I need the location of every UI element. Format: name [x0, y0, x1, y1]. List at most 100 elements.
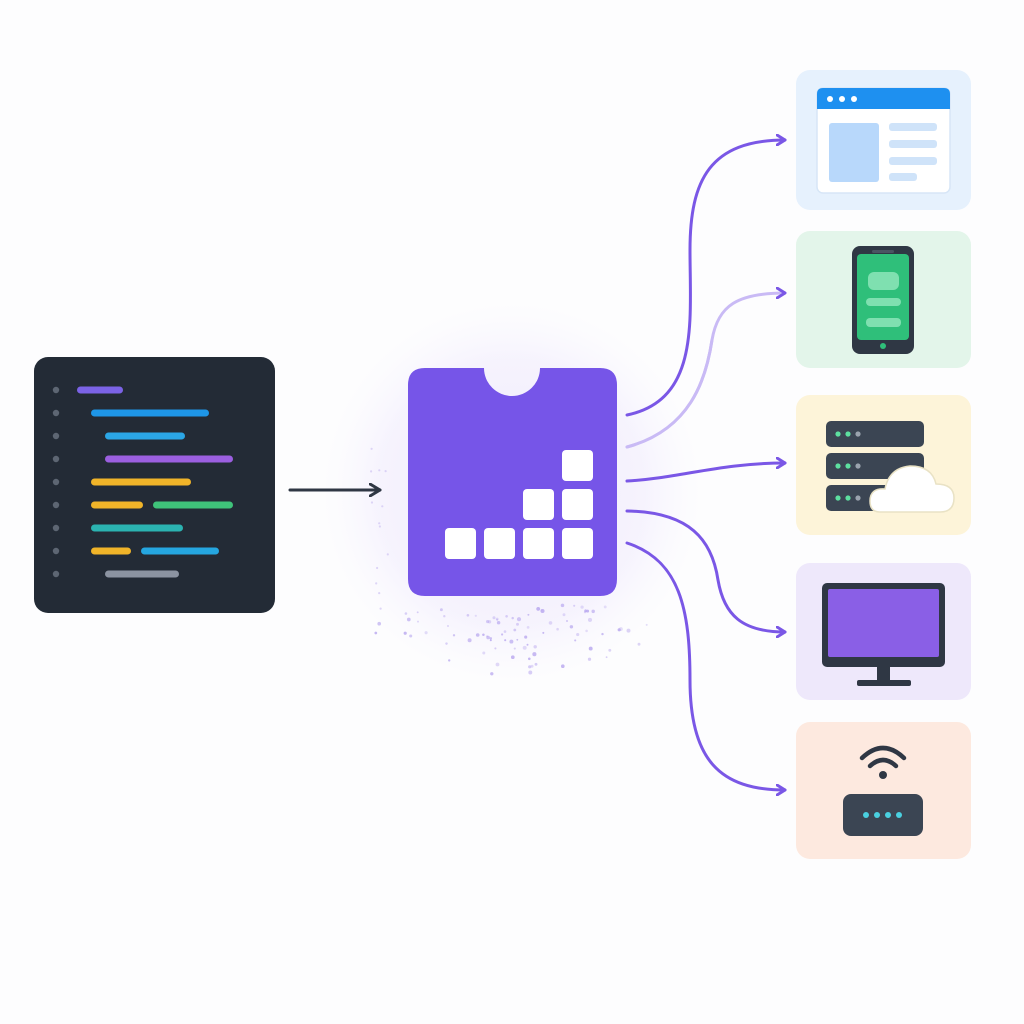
halo-dot: [601, 632, 604, 636]
wifi-router-icon: [843, 745, 923, 836]
container-block: [445, 528, 476, 559]
halo-dot: [574, 639, 577, 642]
halo-dot: [495, 662, 500, 667]
halo-dot: [475, 633, 480, 637]
code-token: [105, 570, 179, 578]
halo-dot: [378, 525, 381, 528]
halo-dot: [561, 664, 565, 668]
web-browser-icon: [816, 87, 951, 194]
halo-dot: [527, 657, 531, 661]
halo-dot: [645, 623, 648, 626]
halo-dot: [526, 643, 529, 646]
editor-code-lines: [77, 386, 233, 578]
halo-dot: [447, 625, 449, 627]
code-token: [91, 524, 183, 532]
container-block: [562, 450, 593, 481]
halo-dot: [486, 635, 490, 640]
halo-dot: [378, 469, 381, 472]
halo-dot: [452, 634, 456, 637]
halo-dot: [603, 605, 607, 609]
line-number-dot: [52, 547, 60, 555]
code-token: [105, 455, 233, 463]
halo-dot: [510, 655, 515, 660]
container-block: [562, 528, 593, 559]
halo-dot: [560, 603, 565, 608]
connector-router: [625, 541, 787, 790]
halo-dot: [371, 484, 374, 487]
connector-browser: [625, 140, 787, 417]
target-card-router: [796, 722, 971, 859]
container-block: [523, 528, 554, 559]
halo-dot: [417, 620, 419, 623]
halo-dot: [403, 631, 407, 635]
line-number-dot: [52, 524, 60, 532]
halo-dot: [540, 608, 545, 614]
halo-dot: [522, 645, 527, 650]
halo-dot: [513, 647, 516, 650]
container-block: [562, 489, 593, 520]
halo-dot: [513, 628, 517, 632]
halo-dot: [443, 615, 446, 618]
halo-dot: [374, 631, 378, 635]
line-number-dot: [52, 570, 60, 578]
halo-dot: [384, 470, 387, 473]
halo-dot: [490, 672, 494, 676]
halo-dot: [516, 617, 522, 622]
halo-dot: [448, 659, 451, 662]
code-token: [141, 547, 219, 555]
halo-dot: [492, 616, 496, 620]
target-card-server: [796, 395, 971, 535]
halo-dot: [536, 606, 541, 611]
stacked-blocks: [445, 450, 593, 559]
halo-dot: [467, 638, 472, 643]
halo-dot: [466, 613, 470, 617]
halo-dots: [370, 447, 648, 676]
halo-dot: [487, 620, 492, 624]
line-number-dot: [52, 478, 60, 486]
halo-dot: [482, 651, 486, 655]
halo-dot: [424, 631, 428, 635]
code-token: [77, 386, 123, 394]
halo-dot: [503, 630, 507, 633]
halo-dot: [569, 625, 574, 629]
line-number-dot: [52, 432, 60, 440]
halo-dot: [524, 635, 528, 639]
halo-dot: [576, 633, 580, 637]
cloud-icon: [869, 465, 955, 513]
halo-dot: [617, 628, 621, 632]
connector-server: [625, 463, 787, 483]
halo-dot: [540, 609, 543, 612]
halo-dot: [637, 642, 641, 646]
halo-dot: [556, 627, 559, 631]
halo-dot: [406, 617, 411, 622]
halo-dot: [511, 616, 514, 620]
halo-dot: [501, 633, 504, 636]
halo-dot: [378, 592, 381, 595]
halo-dot: [377, 621, 382, 626]
halo-dot: [527, 613, 530, 616]
halo-dot: [489, 639, 492, 642]
desktop-monitor-icon: [822, 583, 945, 686]
halo-dot: [409, 634, 413, 638]
code-editor-icon: [34, 357, 275, 613]
halo-dot: [587, 617, 593, 622]
halo-dot: [376, 566, 379, 570]
halo-dot: [587, 657, 592, 661]
halo-dot: [386, 553, 389, 556]
line-number-dot: [52, 455, 60, 463]
code-token: [91, 501, 143, 509]
halo-dot: [533, 645, 537, 649]
halo-dot: [580, 605, 584, 609]
halo-dot: [588, 646, 593, 651]
halo-dot: [496, 620, 501, 625]
output-connectors: [625, 140, 787, 790]
halo-dot: [504, 639, 507, 642]
halo-dot: [605, 656, 608, 659]
halo-dot: [562, 613, 566, 617]
halo-dot: [486, 620, 490, 624]
code-token: [91, 478, 191, 486]
halo-dot: [528, 670, 533, 675]
halo-dot: [404, 612, 408, 615]
halo-dot: [496, 618, 499, 621]
